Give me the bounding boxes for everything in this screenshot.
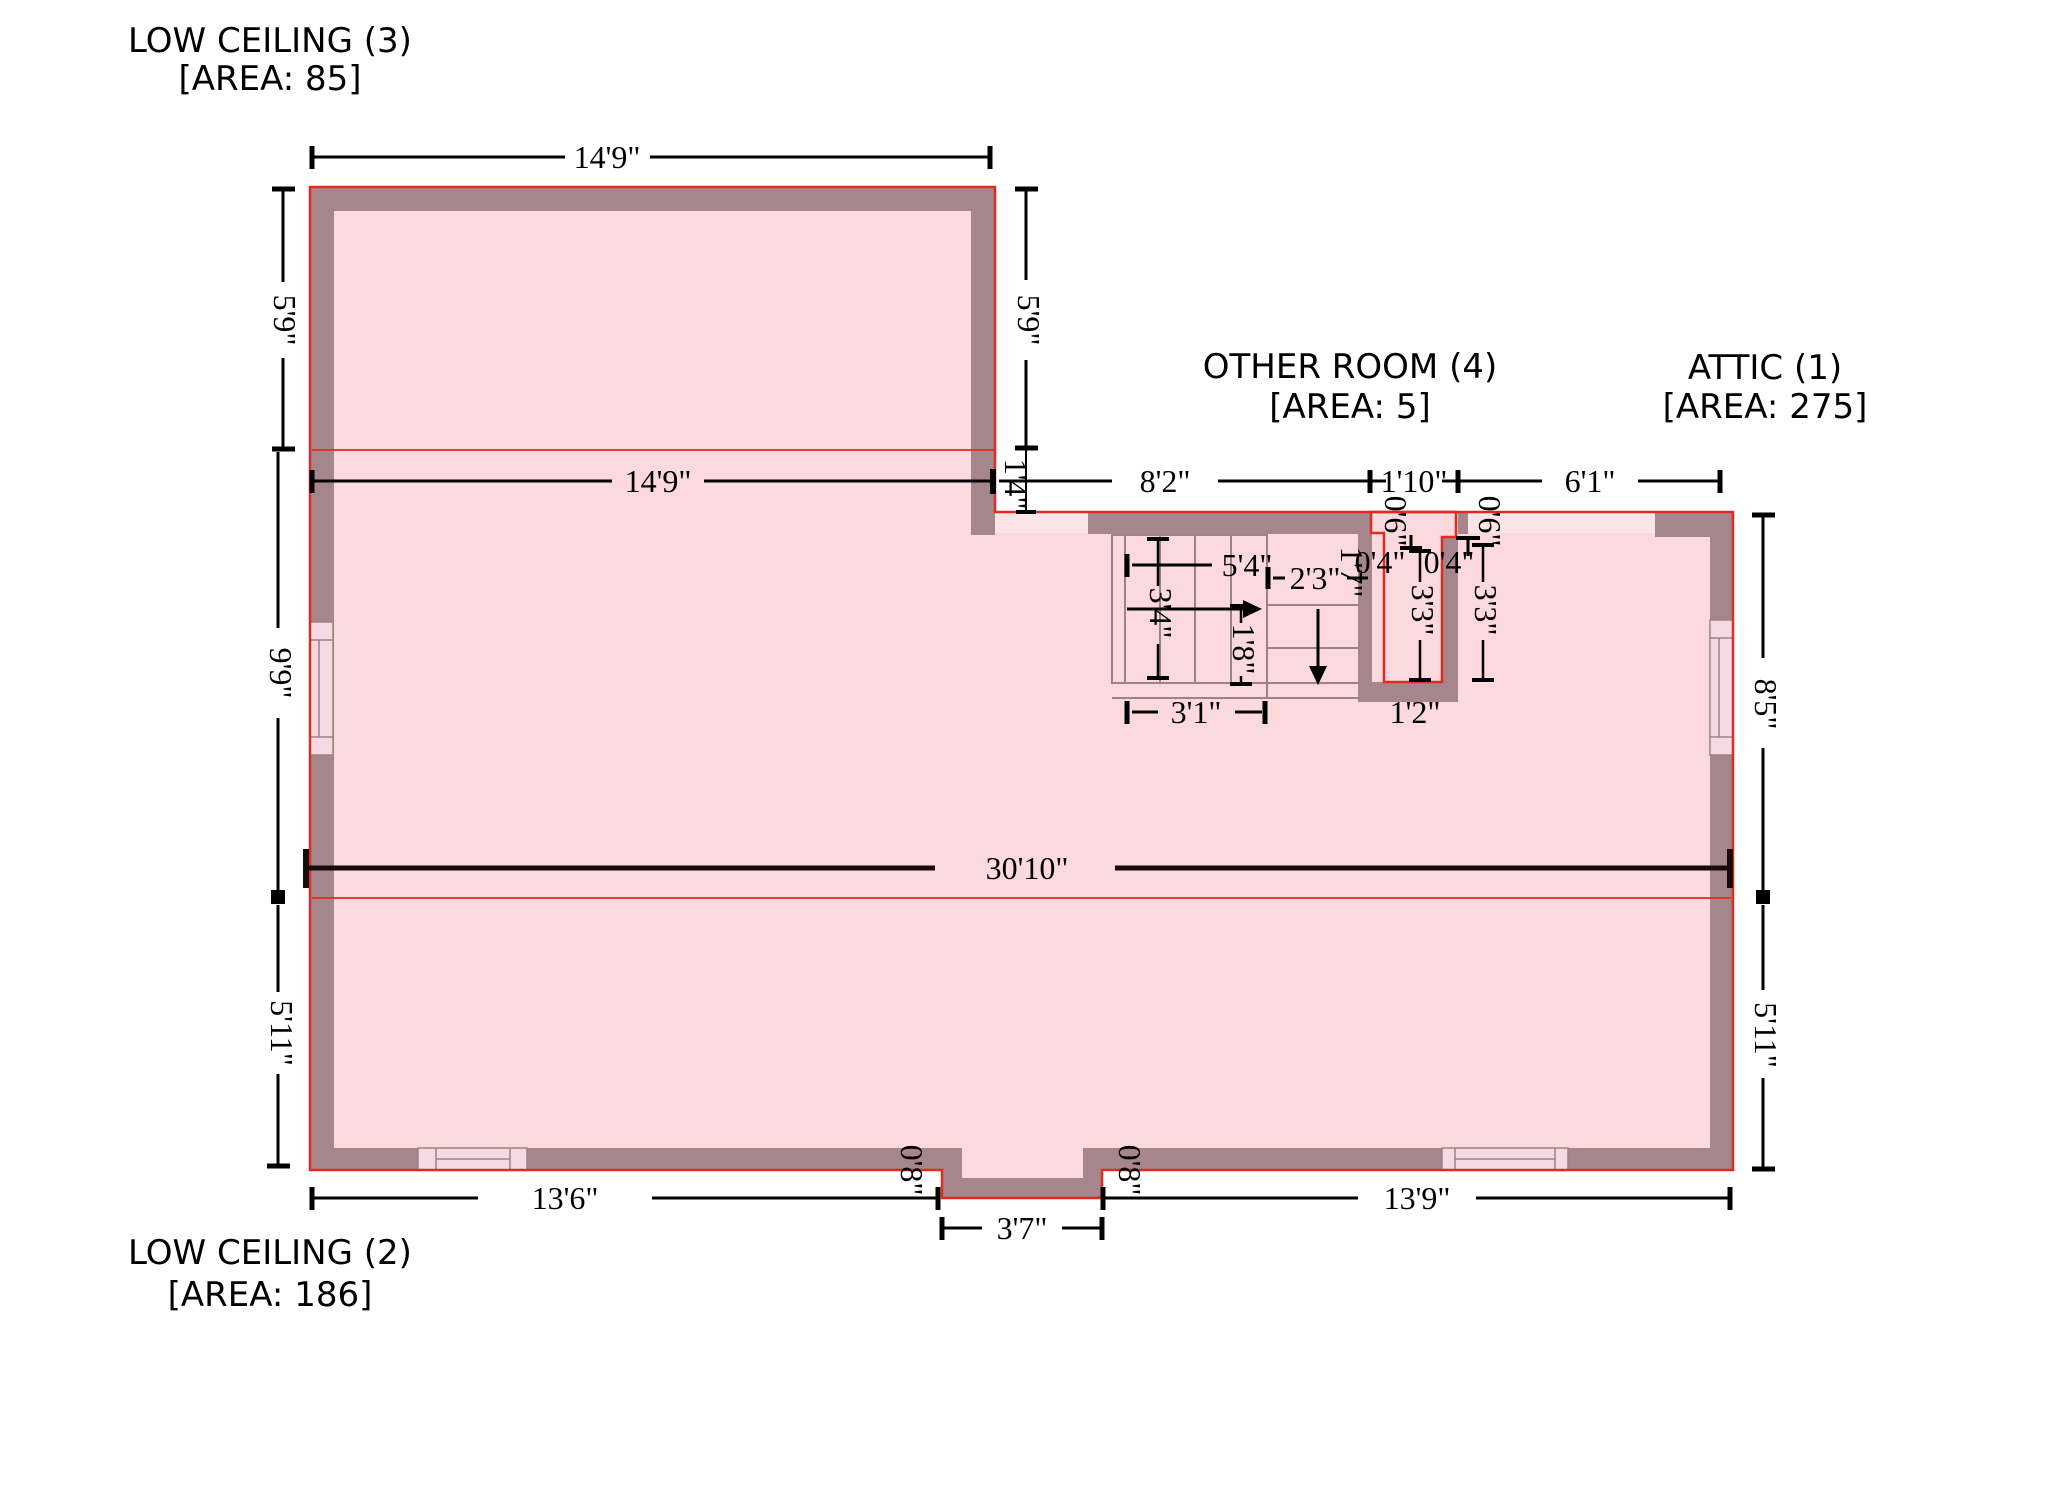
room-label: ATTIC (1) (1688, 348, 1842, 388)
wall-stub-right-of-stairwell (1458, 512, 1468, 534)
dim-label: 30'10" (986, 850, 1069, 886)
dim-label: 6'1" (1565, 463, 1616, 499)
room-area-label: [AREA: 186] (168, 1275, 373, 1315)
dim-square-tick (1756, 890, 1770, 904)
wall-right-upper (1710, 535, 1733, 622)
wall-above-stairs (1088, 512, 1358, 534)
dim-label: 5'4" (1222, 547, 1273, 583)
room-label: LOW CEILING (3) (128, 21, 412, 61)
room-area-label: [AREA: 5] (1269, 387, 1430, 427)
dim-label: 13'9" (1384, 1180, 1451, 1216)
dim-label: 2'3" (1290, 560, 1341, 596)
dim-label: 5'11" (264, 1000, 300, 1066)
dim-label: 9'9" (263, 648, 299, 699)
dim-label: 8'2" (1140, 463, 1191, 499)
dim-label: 5'9" (267, 295, 303, 346)
building-floor (310, 187, 1733, 1198)
building-outline (308, 185, 1735, 1200)
dim-label: 0'8" (894, 1145, 930, 1196)
door-alcove-floor (962, 1148, 1083, 1178)
dim-label: 8'5" (1748, 679, 1784, 730)
room-label: LOW CEILING (2) (128, 1233, 412, 1273)
dim-label: 0'8" (1112, 1145, 1148, 1196)
other-room-outline (1369, 510, 1458, 684)
dim-label: 0'4" (1355, 544, 1406, 580)
dim-label: 0'6" (1378, 496, 1414, 547)
dim-label: 5'9" (1011, 295, 1047, 346)
room-label: OTHER ROOM (4) (1203, 347, 1497, 387)
wall-right-lower (1710, 755, 1733, 1170)
dim-label: 3'3" (1405, 585, 1441, 636)
wall-door-bump-bottom (942, 1178, 1102, 1198)
dim-label: 1'7" (1334, 547, 1370, 598)
dim-label: 14'9" (625, 463, 692, 499)
window-right (1709, 619, 1734, 756)
stairs-arrow-down-head (1309, 666, 1327, 685)
window-left (309, 621, 334, 756)
room-area-label: [AREA: 275] (1663, 387, 1868, 427)
dim-label: 5'11" (1748, 1002, 1784, 1068)
dim-label: 0'6" (1472, 496, 1508, 547)
wall-stairwell-left (1358, 512, 1372, 702)
wall-stairwell-right (1442, 537, 1458, 682)
stairs-box (1111, 534, 1268, 684)
wall-top-room-top (310, 187, 995, 211)
dim-label: 1'8" (1226, 624, 1262, 675)
dim-label: 13'6" (532, 1180, 599, 1216)
dim-label: 3'7" (997, 1210, 1048, 1246)
dim-label: 3'4" (1143, 588, 1179, 639)
wall-top-right-corner (1655, 512, 1733, 537)
dim-label: 0'4" (1424, 544, 1475, 580)
room-area-label: [AREA: 85] (178, 59, 361, 99)
dim-label: 1'10" (1381, 463, 1448, 499)
dim-label: 1'2" (1390, 694, 1441, 730)
dim-square-tick (271, 890, 285, 904)
dim-label: 1'4" (998, 459, 1034, 510)
dim-label: 3'3" (1468, 585, 1504, 636)
dim-label: 3'1" (1171, 694, 1222, 730)
wall-stairwell-bottom (1358, 682, 1458, 702)
dim-label: 14'9" (574, 139, 641, 175)
